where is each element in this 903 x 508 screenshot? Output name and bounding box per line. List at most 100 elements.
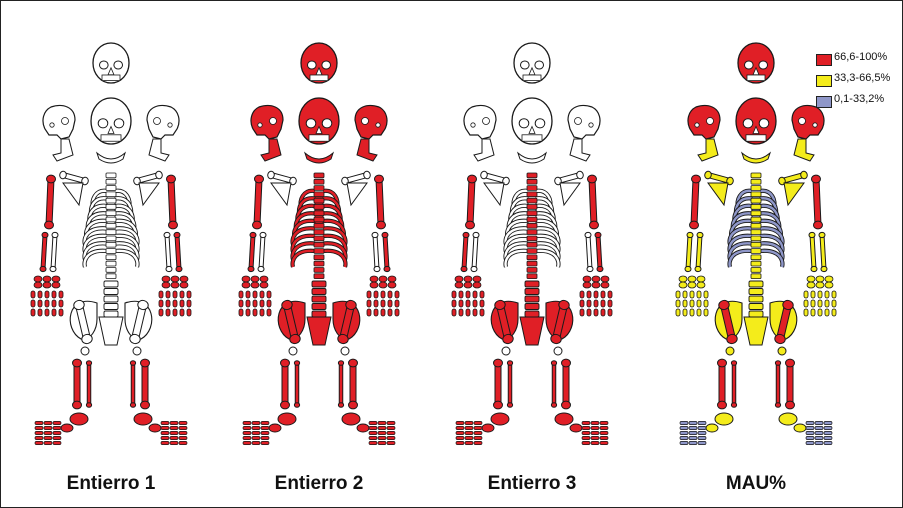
scapula-left [484,183,504,205]
radius-right [819,232,827,272]
tibia-left [494,359,503,409]
vertebral-column [312,173,326,317]
tibia-right [349,359,358,409]
skeleton-panel-entierro-3: Entierro 3 [422,1,642,507]
fibula-left [86,361,91,408]
vertebral-column [525,173,539,317]
sacrum [99,317,123,345]
humerus-left [465,175,476,229]
mandible-right [357,139,377,161]
foot-right [779,413,832,445]
skull-lateral-left [251,106,283,139]
patella-left [502,347,510,355]
hand-right [804,276,836,316]
skull-superior [738,43,774,83]
fibula-left [731,361,736,408]
hand-left [452,276,484,316]
vertebral-column [104,173,118,317]
humerus-right [374,175,385,229]
ulna-right [585,232,593,272]
fibula-left [294,361,299,408]
radius-right [595,232,603,272]
hand-left [31,276,63,316]
sacrum [744,317,768,345]
hand-left [239,276,271,316]
scapula-left [708,183,728,205]
skull-lateral-left [43,106,75,139]
mandible-right [149,139,169,161]
mandible-left [261,139,281,161]
patella-right [341,347,349,355]
radius-right [382,232,390,272]
scapula-left [63,183,83,205]
fibula-left [507,361,512,408]
radius-left [461,232,469,272]
hand-left [676,276,708,316]
patella-right [133,347,141,355]
hand-right [367,276,399,316]
skeleton-diagram [1,1,221,471]
vertebral-column [749,173,763,317]
mandible-right [794,139,814,161]
scapula-right [560,183,580,205]
panel-caption: Entierro 3 [422,473,642,495]
legend-label: 66,6-100% [834,51,887,63]
humerus-left [689,175,700,229]
legend-swatch-yellow [816,75,832,87]
humerus-right [811,175,822,229]
tibia-left [73,359,82,409]
skull-anterior [299,98,339,144]
foot-left [680,413,733,445]
patella-left [726,347,734,355]
skeleton-panel-entierro-1: Entierro 1 [1,1,221,507]
fibula-right [775,361,780,408]
legend-swatch-blue [816,96,832,108]
foot-left [456,413,509,445]
foot-left [35,413,88,445]
sacrum [520,317,544,345]
mandible-left [53,139,73,161]
scapula-right [139,183,159,205]
humerus-right [166,175,177,229]
mandible-right [570,139,590,161]
skull-superior [301,43,337,83]
radius-left [685,232,693,272]
skull-anterior [91,98,131,144]
scapula-left [271,183,291,205]
fibula-right [551,361,556,408]
mandible-anterior [742,153,770,163]
skull-lateral-right [568,106,600,139]
hand-right [580,276,612,316]
legend: 66,6-100% 33,3-66,5% 0,1-33,2% [816,51,902,114]
patella-left [81,347,89,355]
skeleton-diagram [209,1,429,471]
skeleton-diagram [422,1,642,471]
legend-label: 33,3-66,5% [834,72,890,84]
mandible-anterior [305,153,333,163]
radius-left [40,232,48,272]
tibia-left [281,359,290,409]
humerus-left [252,175,263,229]
foot-left [243,413,296,445]
skull-anterior [736,98,776,144]
skeleton-panel-entierro-2: Entierro 2 [209,1,429,507]
humerus-right [587,175,598,229]
skull-lateral-left [688,106,720,139]
skull-anterior [512,98,552,144]
panel-caption: MAU% [646,473,866,495]
ulna-right [372,232,380,272]
ulna-left [258,232,266,272]
mandible-anterior [97,153,125,163]
tibia-right [562,359,571,409]
panel-caption: Entierro 1 [1,473,221,495]
skull-lateral-right [147,106,179,139]
legend-swatch-red [816,54,832,66]
foot-right [134,413,187,445]
skull-superior [514,43,550,83]
radius-right [174,232,182,272]
legend-label: 0,1-33,2% [834,93,884,105]
tibia-right [786,359,795,409]
fibula-right [338,361,343,408]
skull-lateral-right [355,106,387,139]
